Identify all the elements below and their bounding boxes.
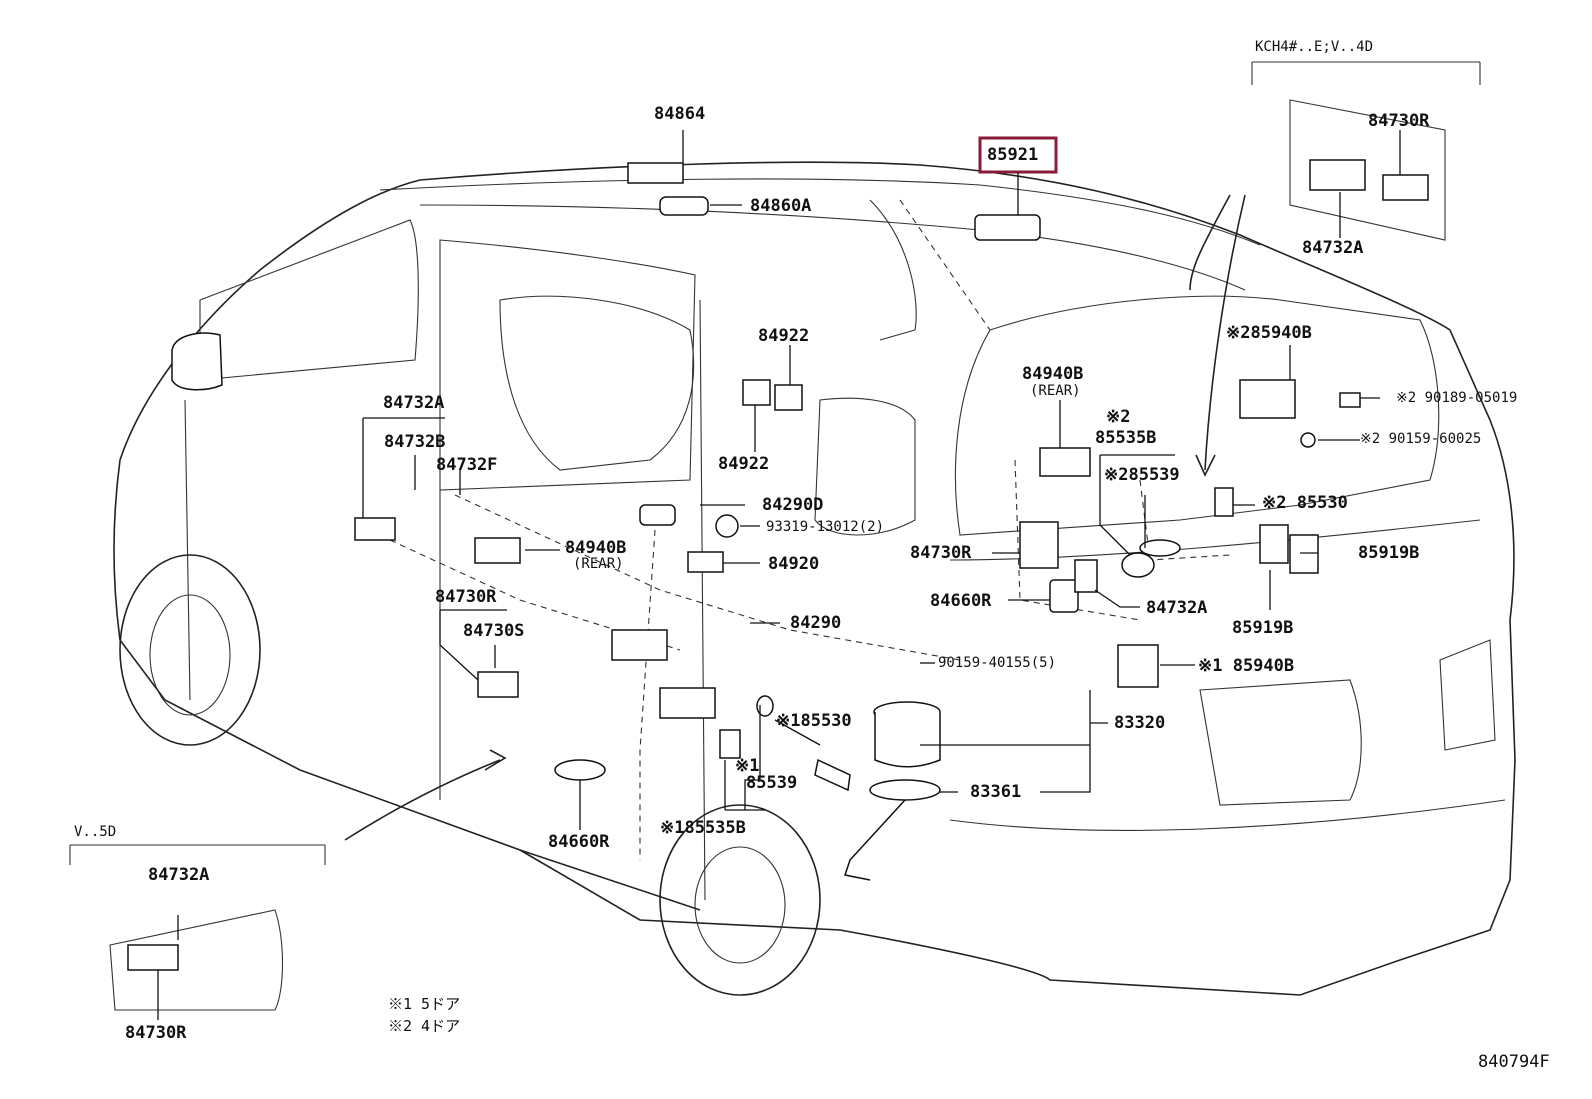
part-label-85539-note1[interactable]: 85539 [746, 773, 798, 793]
part-label-84860a[interactable]: 84860A [750, 196, 812, 216]
part-label-84730r-inset-bottom[interactable]: 84730R [125, 1023, 187, 1043]
part-label-84732a-mid[interactable]: 84732A [1146, 598, 1208, 618]
part-note-85539-1: ※1 [735, 756, 760, 776]
part-label-85535b-note2[interactable]: 85535B [1095, 428, 1157, 448]
part-label-84730s[interactable]: 84730S [463, 621, 525, 641]
part-label-84732a-inset[interactable]: 84732A [1302, 238, 1364, 258]
part-label-84660r-bottom[interactable]: 84660R [548, 832, 610, 852]
inset-header-top-right: KCH4#..E;V..4D [1255, 39, 1374, 55]
footnote-2: ※2 4ドア [388, 1017, 461, 1035]
part-sublabel-rear-left: (REAR) [573, 556, 624, 572]
part-label-84920[interactable]: 84920 [768, 554, 820, 574]
part-label-85530-note2[interactable]: ※2 85530 [1262, 493, 1348, 513]
part-label-84922-upper[interactable]: 84922 [758, 326, 810, 346]
drawing-number: 840794F [1478, 1052, 1550, 1072]
part-label-85919b-bottom[interactable]: 85919B [1232, 618, 1294, 638]
part-label-85530-note1[interactable]: ※185530 [776, 711, 852, 731]
part-label-90159-60025[interactable]: ※2 90159-60025 [1360, 431, 1482, 447]
part-label-85921-highlighted[interactable]: 85921 [987, 145, 1039, 165]
part-label-85919b-right[interactable]: 85919B [1358, 543, 1420, 563]
part-label-84290[interactable]: 84290 [790, 613, 842, 633]
part-label-84940b-rear-right[interactable]: 84940B [1022, 364, 1084, 384]
part-label-84730r-mid[interactable]: 84730R [910, 543, 972, 563]
part-label-85940b-note2[interactable]: ※285940B [1226, 323, 1312, 343]
part-label-85539-note2[interactable]: ※285539 [1104, 465, 1180, 485]
part-label-84660r-mid[interactable]: 84660R [930, 591, 992, 611]
part-label-84732b[interactable]: 84732B [384, 432, 446, 452]
part-label-93319-13012[interactable]: 93319-13012(2) [766, 519, 885, 535]
part-label-84864[interactable]: 84864 [654, 104, 706, 124]
part-label-90159-40155[interactable]: 90159-40155(5) [938, 655, 1057, 671]
part-label-84730r-left[interactable]: 84730R [435, 587, 497, 607]
part-label-84922-lower[interactable]: 84922 [718, 454, 770, 474]
part-note-85535b-2: ※2 [1106, 407, 1131, 427]
part-label-90189-05019[interactable]: ※2 90189-05019 [1396, 390, 1518, 406]
footnote-1: ※1 5ドア [388, 995, 461, 1013]
part-label-84290d[interactable]: 84290D [762, 495, 824, 515]
part-label-83320[interactable]: 83320 [1114, 713, 1166, 733]
part-sublabel-rear-right: (REAR) [1030, 383, 1081, 399]
part-label-84940b-rear-left[interactable]: 84940B [565, 538, 627, 558]
part-label-83361[interactable]: 83361 [970, 782, 1022, 802]
part-label-84730r-inset[interactable]: 84730R [1368, 111, 1430, 131]
inset-header-bottom-left: V..5D [74, 824, 117, 840]
part-label-84732a-inset-bottom[interactable]: 84732A [148, 865, 210, 885]
part-label-85940b-note1[interactable]: ※1 85940B [1198, 656, 1295, 676]
part-label-84732f[interactable]: 84732F [436, 455, 498, 475]
part-label-84732a-left[interactable]: 84732A [383, 393, 445, 413]
part-label-85535b-note1[interactable]: ※185535B [660, 818, 746, 838]
